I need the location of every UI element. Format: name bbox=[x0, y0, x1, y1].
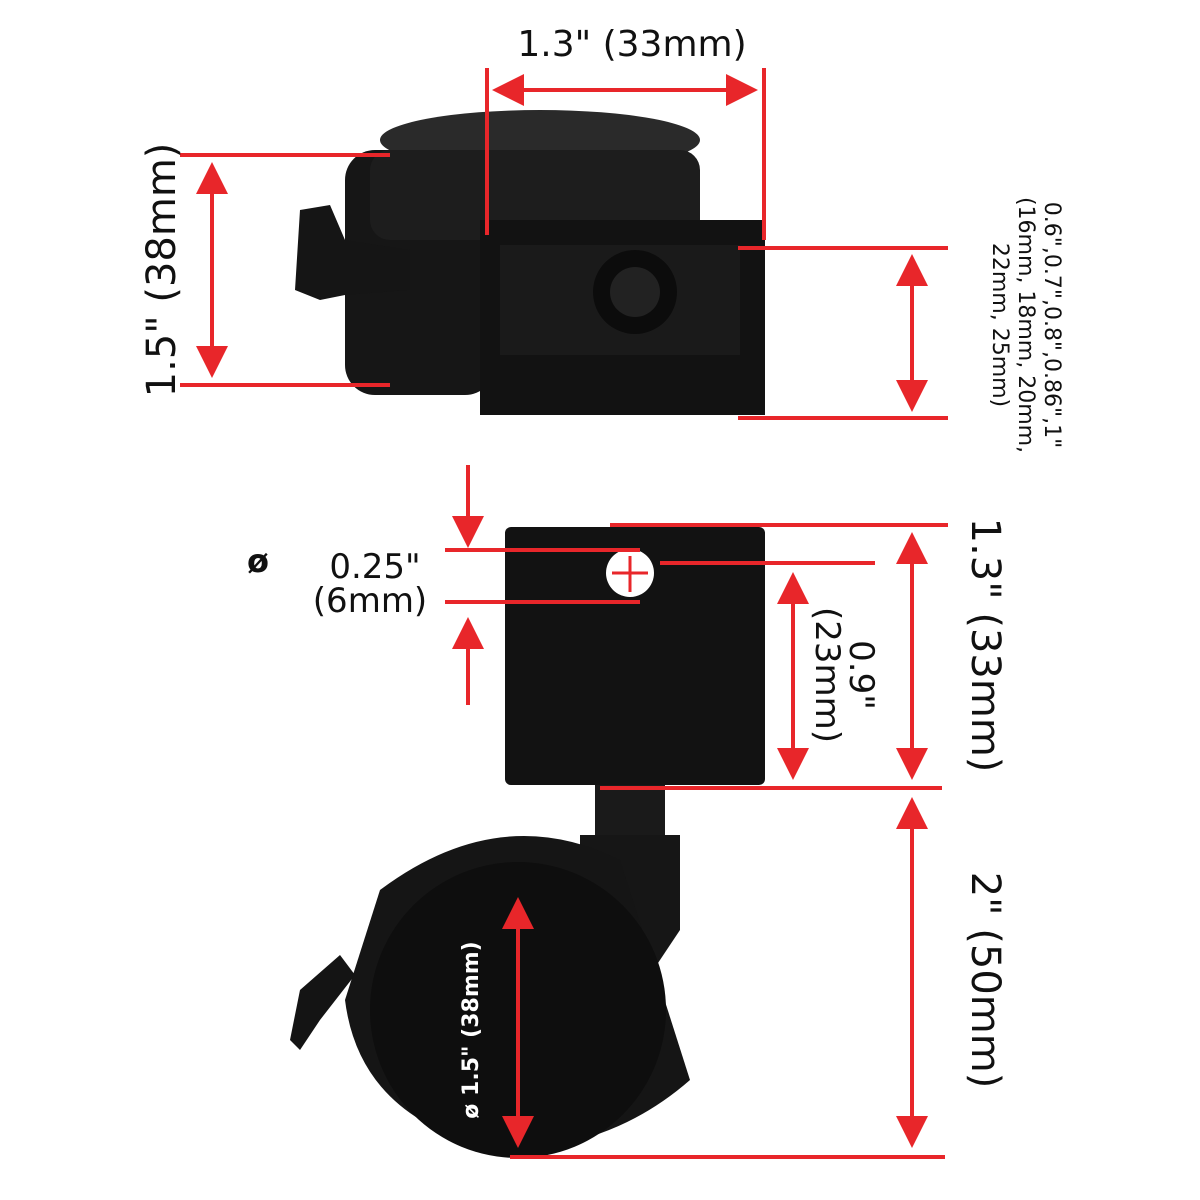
hole-offset-line1: 0.9" bbox=[841, 640, 881, 710]
side-view-caster bbox=[290, 527, 765, 1158]
mounting-plate bbox=[505, 527, 765, 785]
side-brake-tab bbox=[290, 955, 355, 1050]
hole-offset-line2: (23mm) bbox=[807, 607, 847, 743]
bracket-sizes-label: 0.6",0.7",0.8",0.86",1" (16mm, 18mm, 20m… bbox=[987, 197, 1064, 453]
wheel-diameter-label: ø 1.5" (38mm) bbox=[459, 941, 484, 1118]
top-view-caster bbox=[295, 110, 765, 415]
brake-tab bbox=[295, 205, 410, 300]
top-view-dimensions bbox=[180, 68, 948, 420]
hole-offset-label: 0.9" (23mm) bbox=[807, 607, 881, 743]
plate-height-label: 1.3" (33mm) bbox=[962, 518, 1008, 773]
top-height-label: 1.5" (38mm) bbox=[139, 143, 185, 398]
diameter-symbol: ø bbox=[247, 542, 269, 580]
total-height-label: 2" (50mm) bbox=[962, 872, 1008, 1089]
bracket-sizes-line2: (16mm, 18mm, 20mm, bbox=[1013, 197, 1038, 453]
hole-label-line1: 0.25" bbox=[329, 547, 420, 587]
top-width-label: 1.3" (33mm) bbox=[517, 24, 746, 65]
bracket-sizes-line1: 0.6",0.7",0.8",0.86",1" bbox=[1039, 202, 1064, 449]
bracket-sizes-line3: 22mm, 25mm) bbox=[987, 243, 1012, 407]
side-view-dimensions bbox=[445, 465, 948, 1159]
hole-label-line2: (6mm) bbox=[313, 581, 427, 621]
